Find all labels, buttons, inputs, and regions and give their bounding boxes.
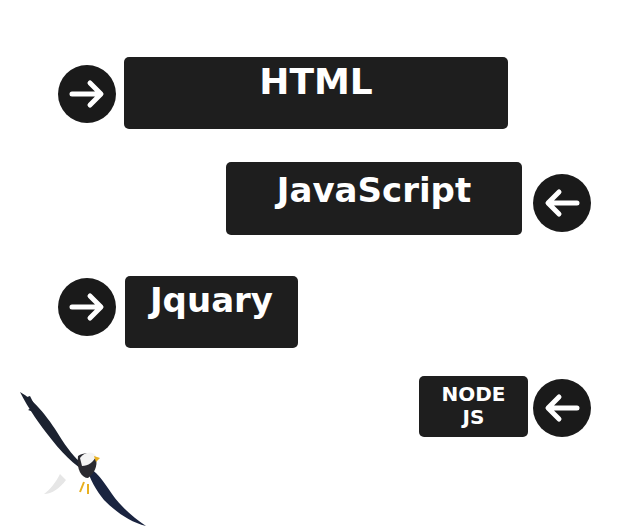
arrow-icon [533,379,591,437]
dark-box: HTML [124,57,508,129]
eagle-illustration [20,392,146,526]
arrow-icon [58,278,116,336]
box-label: NODE JS [441,383,505,429]
arrow-icon [533,174,591,232]
dark-box: JavaScript [226,162,522,235]
dark-box: NODE JS [419,376,528,437]
box-label: JavaScript [277,171,471,210]
dark-box: Jquary [125,276,298,348]
box-label: HTML [259,61,372,102]
arrow-icon [58,65,116,123]
box-label: Jquary [150,281,273,320]
